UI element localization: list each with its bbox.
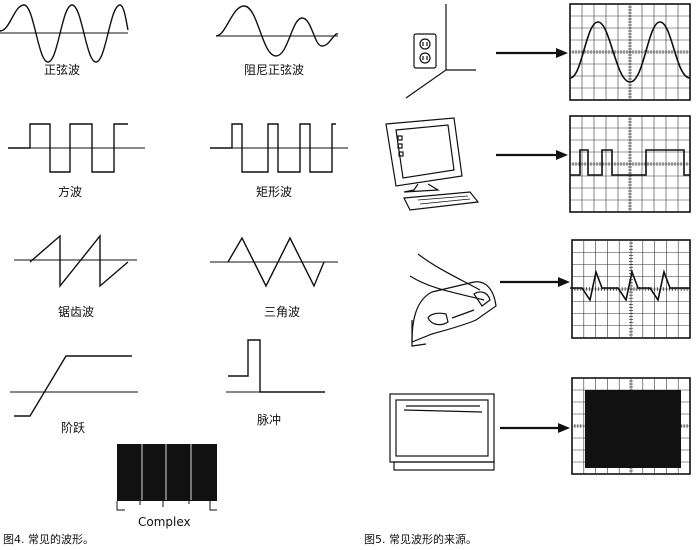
scope-screen-car [571,239,691,339]
label-step: 阶跃 [61,421,86,435]
label-pulse: 脉冲 [257,413,282,427]
label-square: 方波 [58,185,83,199]
figure4-caption: 图4. 常见的波形。 [3,533,94,546]
wall-outlet-illustration [405,4,476,99]
square-wave [8,123,145,173]
scope-screen-computer [569,115,691,213]
label-rectangular: 矩形波 [256,185,293,199]
trace-pulse-train [570,149,690,176]
damped-sine-wave [215,5,339,57]
scope-traces [569,21,691,468]
figure5-caption: 图5. 常见波形的来源。 [364,533,477,546]
left-figure [0,4,348,511]
arrows [496,48,570,433]
sine-wave [0,4,129,63]
trace-complex [585,390,681,468]
complex-wave [116,444,217,511]
label-complex: Complex [138,515,191,529]
trace-sine [569,21,691,83]
triangle-wave [210,236,338,288]
television-illustration [389,393,495,471]
rectangular-wave [210,123,348,173]
car-illustration [409,253,497,347]
trace-spikes [570,269,690,303]
scope-screen-outlet [569,3,691,101]
computer-illustration [385,117,480,211]
label-sine: 正弦波 [44,63,81,77]
label-triangle: 三角波 [264,305,301,319]
pulse-wave [226,339,325,393]
label-sawtooth: 锯齿波 [58,305,95,319]
sawtooth-wave [14,234,137,288]
label-damped-sine: 阻尼正弦波 [244,63,305,77]
step-wave [10,355,138,417]
